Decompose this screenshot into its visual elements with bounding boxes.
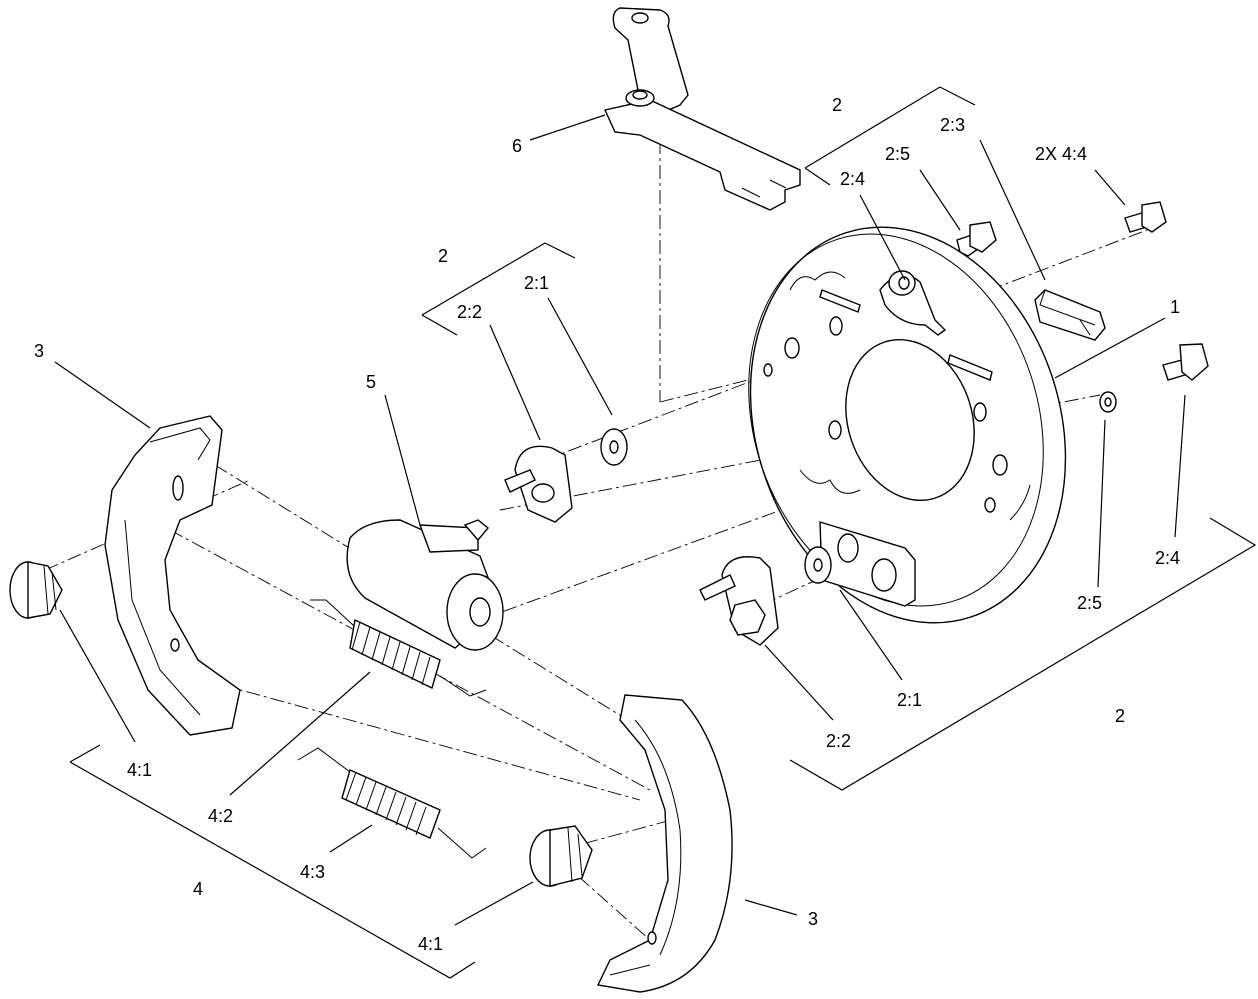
callout-2-bottom-right: 2 — [1115, 706, 1125, 726]
callout-2-1-top: 2:1 — [524, 273, 549, 293]
callout-2-4-right: 2:4 — [1155, 548, 1180, 568]
backing-plate-part — [748, 226, 1067, 624]
callout-6: 6 — [512, 136, 522, 156]
callout-2-5-right: 2:5 — [1077, 593, 1102, 613]
callout-2x-4-4: 2X 4:4 — [1035, 144, 1087, 164]
callout-2-3: 2:3 — [940, 115, 965, 135]
washer-and-cam-parts — [504, 428, 832, 646]
lever-bracket-part — [604, 7, 801, 211]
brake-shoe-right-part — [596, 694, 733, 993]
hold-down-spring-parts — [9, 561, 593, 887]
callout-4-1-left: 4:1 — [127, 760, 152, 780]
brake-shoe-left-part — [104, 415, 241, 736]
callout-5: 5 — [366, 372, 376, 392]
callout-2-2-top: 2:2 — [457, 302, 482, 322]
callout-leader-lines — [54, 114, 1186, 926]
callout-4-1-bottom: 4:1 — [418, 934, 443, 954]
callout-2-2-bottom: 2:2 — [826, 731, 851, 751]
callout-2-top-mid: 2 — [438, 246, 448, 266]
adjuster-block-part — [1034, 289, 1106, 341]
callout-4: 4 — [193, 879, 203, 899]
callout-2-5-top: 2:5 — [885, 144, 910, 164]
bolt-parts — [956, 201, 1209, 413]
callout-4-2: 4:2 — [208, 806, 233, 826]
callout-4-3: 4:3 — [300, 862, 325, 882]
callout-2-top-right: 2 — [832, 95, 842, 115]
callout-labels: 6 2 2 2:3 2:5 2X 4:4 2:4 2:2 2:1 1 3 5 2… — [34, 95, 1180, 954]
group-brackets — [69, 86, 1257, 979]
wheel-cylinder-part — [346, 519, 504, 651]
callout-1: 1 — [1170, 297, 1180, 317]
callout-3-top: 3 — [34, 341, 44, 361]
callout-2-4-top: 2:4 — [840, 169, 865, 189]
callout-2-1-bottom: 2:1 — [897, 690, 922, 710]
callout-3-bottom: 3 — [808, 909, 818, 929]
return-springs-part — [297, 599, 487, 859]
